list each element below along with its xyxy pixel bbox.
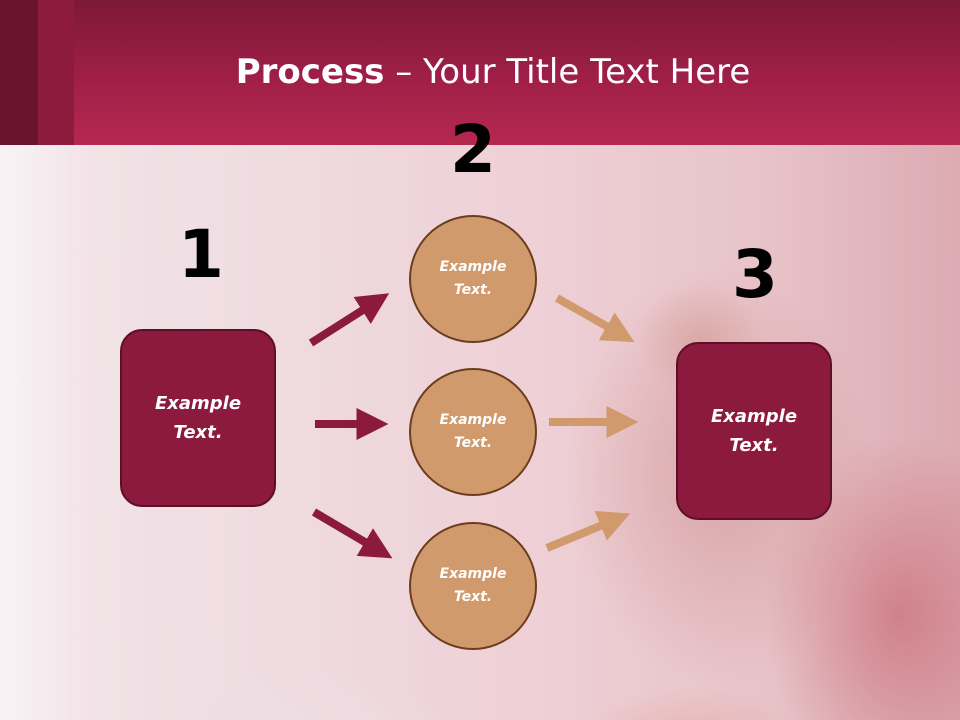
arrow-circle-bottom-to-3 <box>545 510 631 552</box>
step-number-3: 3 <box>732 236 778 313</box>
step-number-2: 2 <box>450 111 496 188</box>
background-curtain <box>0 145 90 720</box>
step-3-box: Example Text. <box>676 342 832 520</box>
circle-middle: Example Text. <box>409 368 537 496</box>
arrow-1-to-circle-top <box>308 293 390 347</box>
step-number-1: 1 <box>178 216 224 293</box>
circle-top: Example Text. <box>409 215 537 343</box>
step-1-box: Example Text. <box>120 329 276 507</box>
slide-title-rest: – Your Title Text Here <box>384 52 751 92</box>
arrow-circle-top-to-3 <box>555 294 635 343</box>
header-accent-dark <box>0 0 38 145</box>
header-accent-mid <box>38 0 74 145</box>
circle-bottom-label: Example Text. <box>439 566 507 605</box>
slide-title: Process – Your Title Text Here <box>0 52 960 92</box>
header-band <box>0 0 960 145</box>
circle-middle-label: Example Text. <box>439 412 507 451</box>
step-1-label: Example Text. <box>154 393 242 443</box>
slide-title-bold: Process <box>235 52 385 92</box>
arrow-1-to-circle-bottom <box>311 508 393 559</box>
circle-top-label: Example Text. <box>439 259 507 298</box>
step-3-label: Example Text. <box>710 406 798 456</box>
circle-bottom: Example Text. <box>409 522 537 650</box>
